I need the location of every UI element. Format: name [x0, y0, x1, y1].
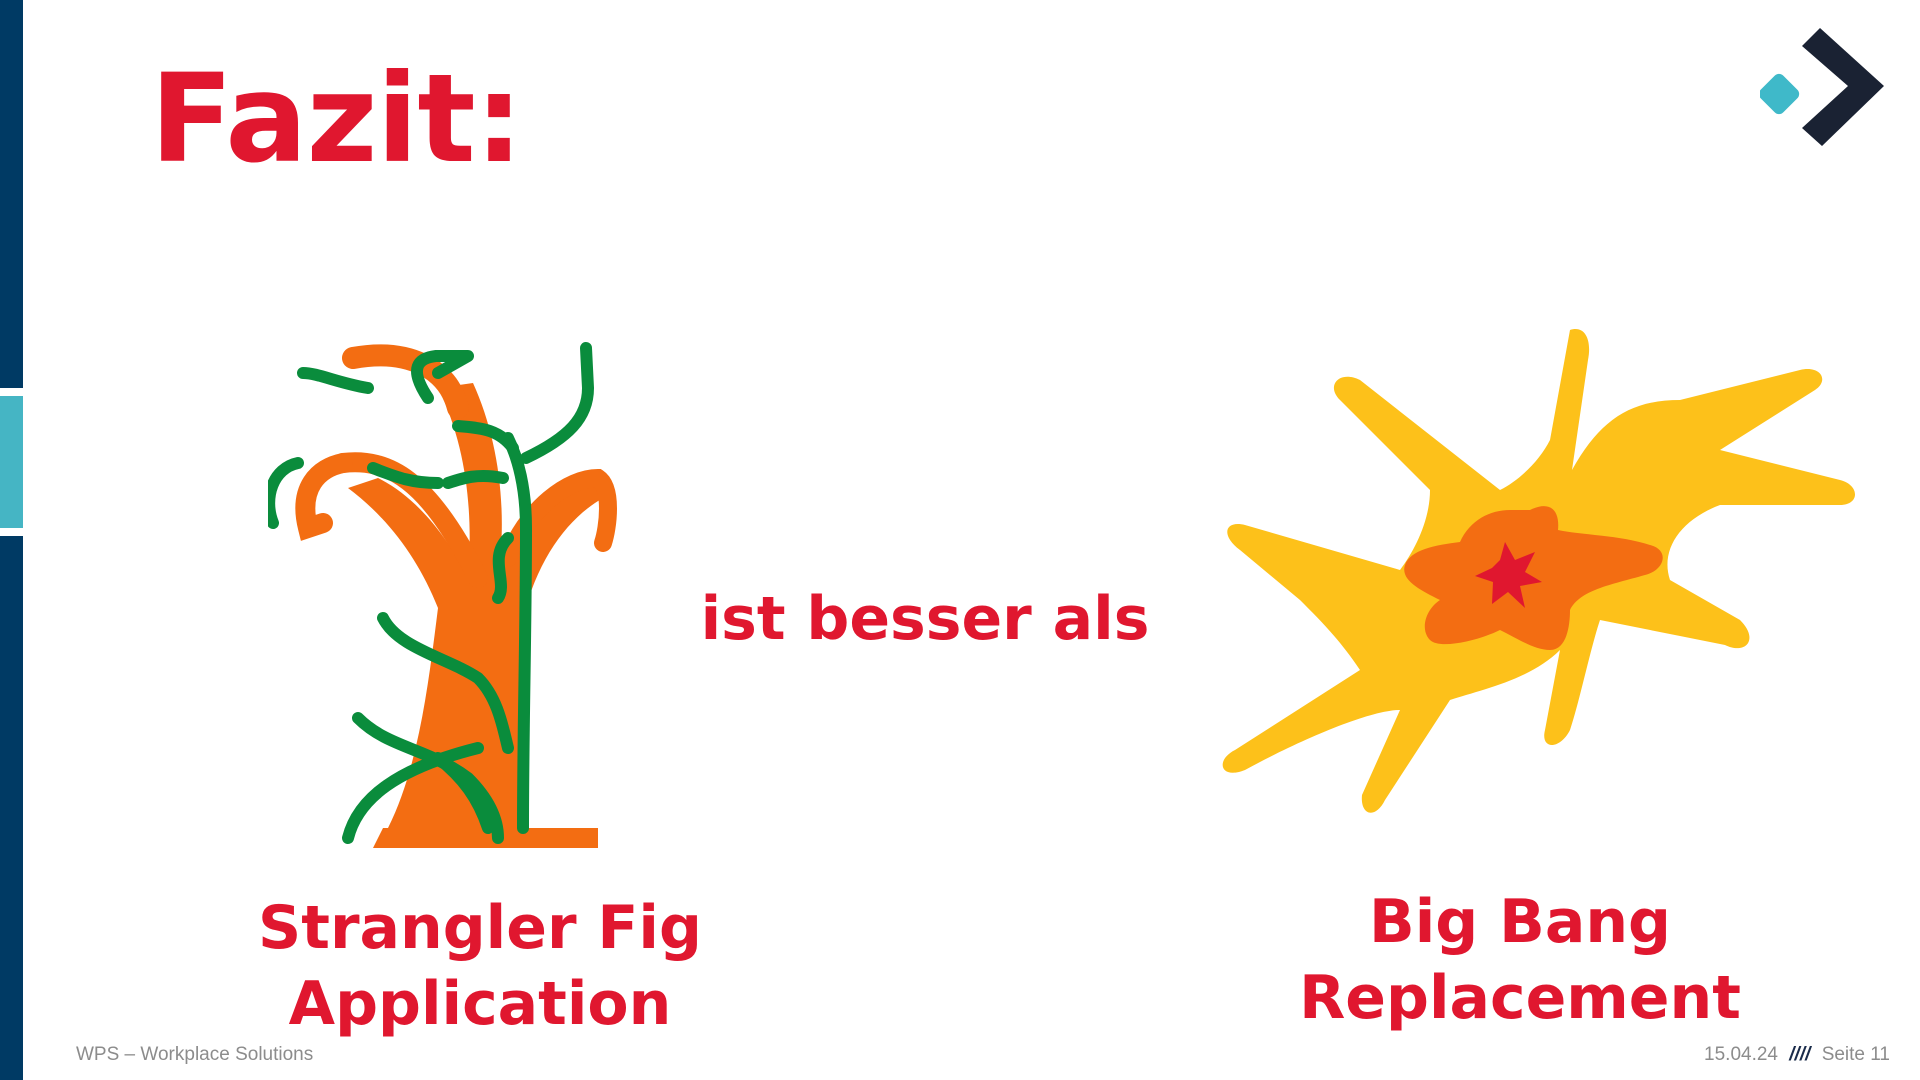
footer-date: 15.04.24 [1704, 1044, 1778, 1065]
sidebar-stripe-middle [0, 396, 23, 528]
strangler-fig-label: Strangler Fig Application [200, 890, 760, 1042]
big-bang-label: Big Bang Replacement [1240, 884, 1800, 1036]
sidebar-stripe-top [0, 0, 23, 388]
strangler-fig-label-line1: Strangler Fig [258, 893, 702, 963]
explosion-icon [1222, 329, 1855, 813]
strangler-fig-tree-icon [268, 342, 617, 848]
comparison-text: ist besser als [700, 584, 1150, 654]
wps-chevron-logo-icon [1760, 28, 1884, 146]
footer-meta: 15.04.24 //// Seite 11 [1698, 1044, 1890, 1066]
strangler-fig-label-line2: Application [288, 969, 672, 1039]
sidebar-stripe-bottom [0, 536, 23, 1080]
page-title: Fazit: [150, 48, 523, 190]
big-bang-label-line1: Big Bang [1368, 887, 1672, 957]
big-bang-label-line2: Replacement [1299, 963, 1741, 1033]
footer-page-number: Seite 11 [1821, 1044, 1890, 1065]
footer-separator: //// [1789, 1044, 1811, 1065]
footer-company: WPS – Workplace Solutions [76, 1044, 314, 1065]
